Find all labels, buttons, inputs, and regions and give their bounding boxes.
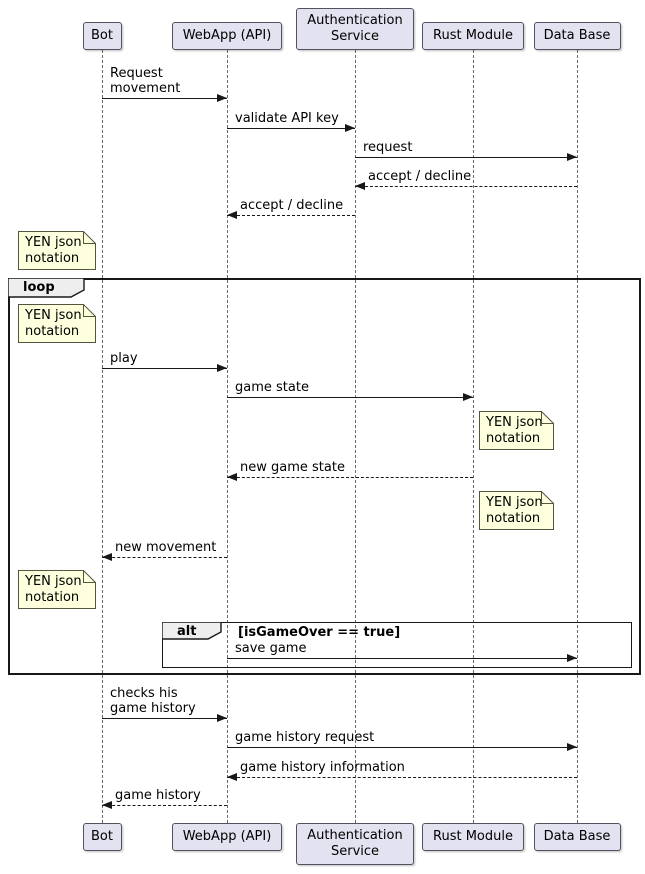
message-label: accept / decline xyxy=(240,198,344,213)
message-line xyxy=(227,777,577,778)
note-fold-icon xyxy=(83,304,96,317)
arrowhead-icon xyxy=(102,553,112,561)
participant-rust-top: Rust Module xyxy=(422,22,524,50)
lifeline-bot xyxy=(102,50,103,823)
message-line xyxy=(227,397,473,398)
message-line xyxy=(102,557,227,558)
message-label: game history request xyxy=(235,730,375,745)
note: YEN json notation xyxy=(18,570,96,609)
note: YEN json notation xyxy=(479,411,554,450)
arrowhead-icon xyxy=(567,743,577,751)
participant-bot-top: Bot xyxy=(82,22,122,50)
message-line xyxy=(227,215,355,216)
message-label: game history xyxy=(115,788,201,803)
arrowhead-icon xyxy=(227,773,237,781)
message-label: checks his game history xyxy=(110,686,196,716)
lifeline-db xyxy=(577,50,578,823)
participant-auth-bottom: Authentication Service xyxy=(296,823,414,865)
participant-webapp-bottom: WebApp (API) xyxy=(172,823,282,851)
message-label: game state xyxy=(235,380,309,395)
message-line xyxy=(102,805,227,806)
alt-pentagon-icon xyxy=(161,621,222,640)
arrowhead-icon xyxy=(102,801,112,809)
note: YEN json notation xyxy=(18,231,96,270)
arrowhead-icon xyxy=(227,211,237,219)
note: YEN json notation xyxy=(479,491,554,530)
message-line xyxy=(102,368,227,369)
message-label: new movement xyxy=(115,540,217,555)
message-line xyxy=(227,658,577,659)
alt-frame-tab xyxy=(161,621,222,640)
participant-db-top: Data Base xyxy=(533,22,621,50)
message-label: new game state xyxy=(240,460,345,475)
loop-frame-tab xyxy=(7,277,85,298)
message-line xyxy=(355,157,577,158)
arrowhead-icon xyxy=(345,124,355,132)
alt-frame-label: alt xyxy=(177,624,197,639)
lifeline-rust xyxy=(473,50,474,823)
loop-frame-label: loop xyxy=(23,280,55,295)
note-fold-icon xyxy=(541,411,554,424)
loop-pentagon-icon xyxy=(7,277,85,298)
note-fold-icon xyxy=(541,491,554,504)
participant-webapp-top: WebApp (API) xyxy=(172,22,282,50)
message-line xyxy=(227,747,577,748)
arrowhead-icon xyxy=(217,94,227,102)
arrowhead-icon xyxy=(567,654,577,662)
message-label: validate API key xyxy=(235,111,339,126)
message-line xyxy=(355,186,577,187)
note: YEN json notation xyxy=(18,304,96,343)
note-fold-icon xyxy=(83,570,96,583)
alt-frame xyxy=(162,622,632,668)
message-line xyxy=(227,477,473,478)
message-line xyxy=(102,718,227,719)
alt-frame-guard: [isGameOver == true] xyxy=(238,625,401,640)
message-line xyxy=(102,98,227,99)
message-label: request xyxy=(363,140,413,155)
arrowhead-icon xyxy=(567,153,577,161)
participant-auth-top: Authentication Service xyxy=(296,8,414,50)
participant-db-bottom: Data Base xyxy=(533,823,621,851)
message-label: accept / decline xyxy=(368,169,472,184)
message-label: save game xyxy=(235,641,307,656)
message-label: game history information xyxy=(240,760,405,775)
arrowhead-icon xyxy=(463,393,473,401)
message-label: Request movement xyxy=(110,66,181,96)
lifeline-auth xyxy=(355,50,356,823)
arrowhead-icon xyxy=(217,714,227,722)
arrowhead-icon xyxy=(217,364,227,372)
message-line xyxy=(227,128,355,129)
participant-bot-bottom: Bot xyxy=(82,823,122,851)
loop-frame xyxy=(8,278,641,675)
arrowhead-icon xyxy=(355,182,365,190)
arrowhead-icon xyxy=(227,473,237,481)
note-fold-icon xyxy=(83,231,96,244)
lifeline-webapp xyxy=(227,50,228,823)
participant-rust-bottom: Rust Module xyxy=(422,823,524,851)
message-label: play xyxy=(110,351,138,366)
